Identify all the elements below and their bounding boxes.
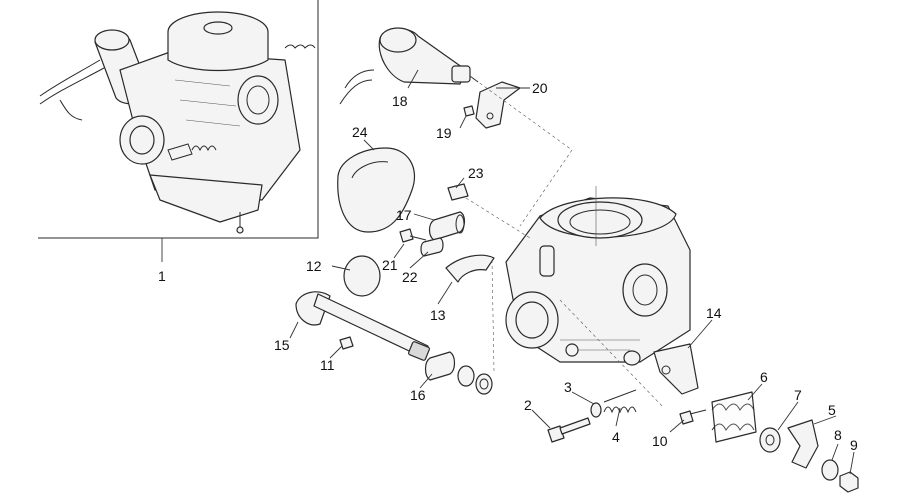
inset-carburettor-assembly <box>39 11 316 234</box>
part-8-washer <box>821 459 839 481</box>
part-24-cover <box>337 147 416 233</box>
part-17-bush <box>428 211 466 241</box>
part-14-bracket <box>653 343 699 395</box>
part-4-spring <box>603 389 637 414</box>
callout-1: 1 <box>158 268 166 284</box>
callout-24: 24 <box>352 124 368 140</box>
part-3-washer <box>590 402 602 418</box>
callout-8: 8 <box>834 427 842 443</box>
callout-15: 15 <box>274 337 290 353</box>
callout-7: 7 <box>794 387 802 403</box>
part-11-screw <box>339 336 354 350</box>
callout-3: 3 <box>564 379 572 395</box>
part-12-disc <box>343 255 381 297</box>
callout-18: 18 <box>392 93 408 109</box>
callout-16: 16 <box>410 387 426 403</box>
part-7-washer <box>759 427 781 453</box>
part-2-screw <box>547 417 591 443</box>
part-15-throttle-shaft <box>295 291 430 361</box>
part-21-screw <box>399 228 427 243</box>
callout-4: 4 <box>612 429 620 445</box>
part-9-nut <box>839 471 859 493</box>
callout-14: 14 <box>706 305 722 321</box>
part-13-lever <box>445 254 495 283</box>
callout-10: 10 <box>652 433 668 449</box>
callout-13: 13 <box>430 307 446 323</box>
callout-9: 9 <box>850 437 858 453</box>
callout-20: 20 <box>532 80 548 96</box>
leader-lines <box>289 69 855 475</box>
carburettor-body <box>505 186 691 366</box>
part-23-jet <box>447 183 469 201</box>
callout-21: 21 <box>382 257 398 273</box>
callout-6: 6 <box>760 369 768 385</box>
part-10-screw <box>679 409 707 425</box>
inset-frame <box>38 0 319 262</box>
callout-19: 19 <box>436 125 452 141</box>
part-5-lever <box>787 419 819 469</box>
callout-labels: 1 2 3 4 5 6 7 8 9 10 11 12 13 14 15 16 1… <box>158 80 858 453</box>
callout-2: 2 <box>524 397 532 413</box>
callout-12: 12 <box>306 258 322 274</box>
part-16-bush <box>424 351 493 395</box>
part-22-bush <box>420 237 444 257</box>
part-18-choke-actuator <box>339 27 479 105</box>
callout-5: 5 <box>828 402 836 418</box>
callout-11: 11 <box>320 357 335 373</box>
callout-23: 23 <box>468 165 484 181</box>
part-19-screw <box>463 105 475 117</box>
callout-17: 17 <box>396 207 412 223</box>
part-6-spring <box>711 391 757 443</box>
callout-22: 22 <box>402 269 418 285</box>
part-20-bracket <box>475 81 521 129</box>
